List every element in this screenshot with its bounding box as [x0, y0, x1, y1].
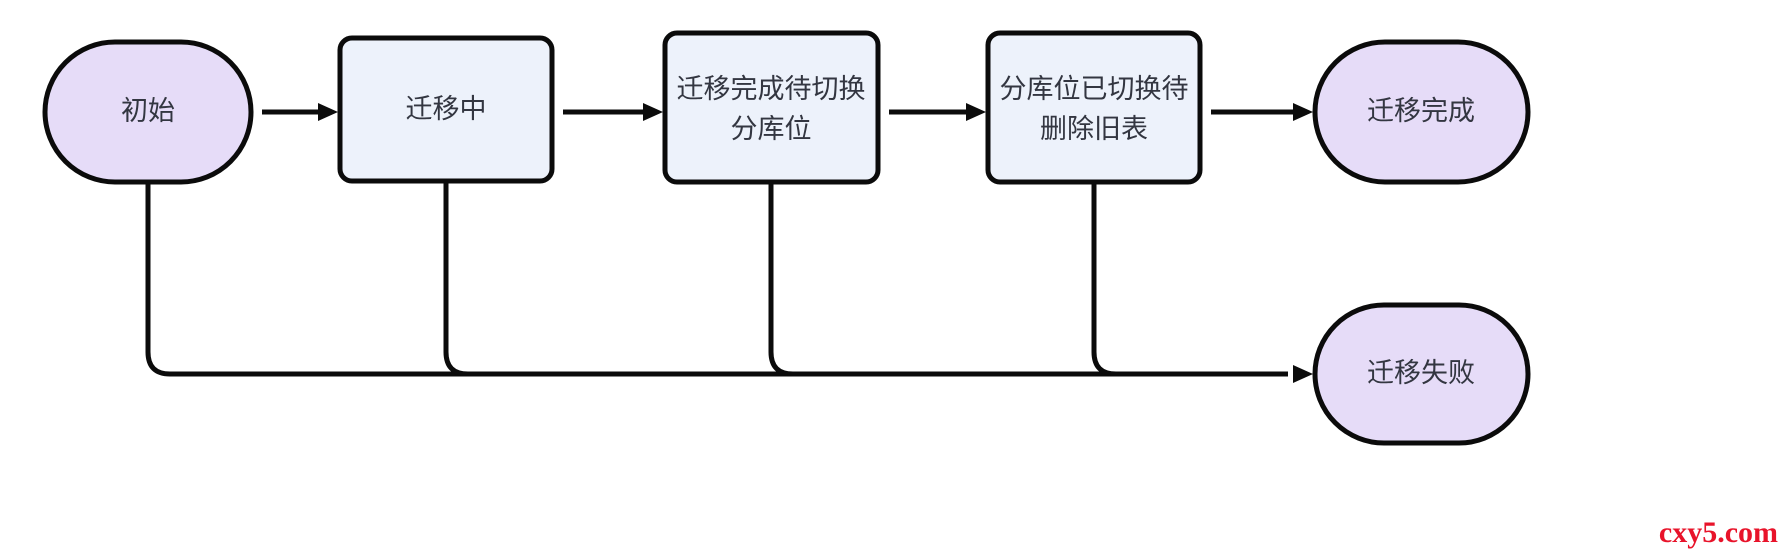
node-failed-shape — [1312, 302, 1531, 446]
node-start-label: 初始 — [121, 96, 175, 126]
edge-start-to-migrating — [262, 103, 338, 121]
node-switched-await-drop-label-line2: 删除旧表 — [1040, 114, 1148, 144]
node-finished[interactable]: 迁移完成 — [1312, 39, 1531, 185]
node-migrating-label: 迁移中 — [406, 94, 487, 124]
node-finished-label: 迁移完成 — [1367, 96, 1475, 126]
arrow-head-icon — [1293, 365, 1313, 383]
node-migrating[interactable]: 迁移中 — [337, 35, 555, 184]
node-switched-await-drop[interactable]: 分库位已切换待 删除旧表 — [985, 30, 1203, 185]
watermark: cxy5.com — [1658, 516, 1778, 549]
edge-group — [145, 103, 1313, 383]
node-switched-await-drop-shape — [985, 30, 1203, 185]
node-finished-shape — [1312, 39, 1531, 185]
arrow-head-icon — [318, 103, 338, 121]
node-done-await-switch-label-line2: 分库位 — [731, 114, 812, 144]
node-failed-label: 迁移失败 — [1367, 358, 1475, 388]
edge-migrating-to-failed — [443, 182, 1288, 377]
node-switched-await-drop-label-line1: 分库位已切换待 — [1000, 74, 1189, 104]
edge-start-to-failed — [145, 182, 1288, 377]
edge-switched-await-drop-to-failed — [1091, 183, 1288, 377]
node-failed[interactable]: 迁移失败 — [1312, 302, 1531, 446]
node-done-await-switch-shape — [662, 30, 881, 185]
node-done-await-switch-label-line1: 迁移完成待切换 — [677, 74, 866, 104]
node-migrating-shape — [337, 35, 555, 184]
edge-switched-await-drop-to-finished — [1211, 103, 1313, 121]
arrow-head-icon — [643, 103, 663, 121]
node-start[interactable]: 初始 — [42, 39, 254, 185]
node-start-shape — [42, 39, 254, 185]
node-done-await-switch[interactable]: 迁移完成待切换 分库位 — [662, 30, 881, 185]
edge-done-await-switch-to-switched-await-drop — [889, 103, 986, 121]
edge-done-await-switch-to-failed — [768, 183, 1288, 377]
arrow-head-icon — [966, 103, 986, 121]
arrow-head-icon — [1293, 103, 1313, 121]
edge-migrating-to-done-await-switch — [563, 103, 663, 121]
